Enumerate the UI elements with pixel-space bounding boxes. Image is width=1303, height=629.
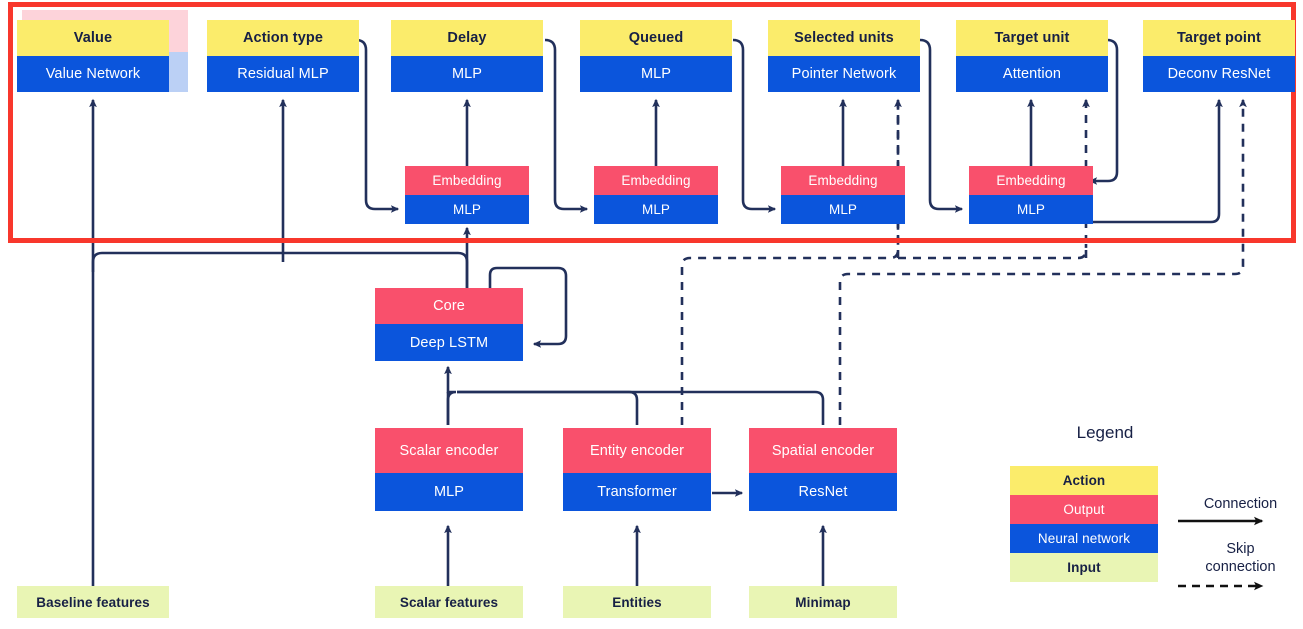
head-target-unit-action: Target unit xyxy=(956,20,1108,56)
head-action-type[interactable]: Action type Residual MLP xyxy=(207,20,359,92)
embedding-3-network: MLP xyxy=(781,195,905,224)
head-delay-network: MLP xyxy=(391,56,543,92)
input-minimap-label: Minimap xyxy=(749,586,897,618)
encoder-spatial[interactable]: Spatial encoder ResNet xyxy=(749,428,897,511)
encoder-scalar-output: Scalar encoder xyxy=(375,428,523,473)
head-selected-units-action: Selected units xyxy=(768,20,920,56)
input-baseline-features[interactable]: Baseline features xyxy=(17,586,169,618)
embedding-3-output: Embedding xyxy=(781,166,905,195)
legend-swatch-neural-network: Neural network xyxy=(1010,524,1158,553)
embedding-1-output: Embedding xyxy=(405,166,529,195)
legend-skip-label-line1: Skip xyxy=(1226,541,1255,557)
head-queued[interactable]: Queued MLP xyxy=(580,20,732,92)
legend-swatch-output: Output xyxy=(1010,495,1158,524)
legend-swatch-input: Input xyxy=(1010,553,1158,582)
head-selected-units[interactable]: Selected units Pointer Network xyxy=(768,20,920,92)
head-target-point-network: Deconv ResNet xyxy=(1143,56,1295,92)
encoder-scalar[interactable]: Scalar encoder MLP xyxy=(375,428,523,511)
embedding-block-1[interactable]: Embedding MLP xyxy=(405,166,529,224)
core-output-label: Core xyxy=(375,288,523,324)
head-target-unit[interactable]: Target unit Attention xyxy=(956,20,1108,92)
embedding-block-4[interactable]: Embedding MLP xyxy=(969,166,1093,224)
encoder-scalar-network: MLP xyxy=(375,473,523,511)
head-queued-network: MLP xyxy=(580,56,732,92)
encoder-spatial-network: ResNet xyxy=(749,473,897,511)
core-block[interactable]: Core Deep LSTM xyxy=(375,288,523,361)
encoder-entity[interactable]: Entity encoder Transformer xyxy=(563,428,711,511)
input-scalar-features-label: Scalar features xyxy=(375,586,523,618)
encoder-spatial-output: Spatial encoder xyxy=(749,428,897,473)
head-target-unit-network: Attention xyxy=(956,56,1108,92)
embedding-block-3[interactable]: Embedding MLP xyxy=(781,166,905,224)
head-target-point-action: Target point xyxy=(1143,20,1295,56)
head-action-type-network: Residual MLP xyxy=(207,56,359,92)
legend-swatch-stack: Action Output Neural network Input xyxy=(1010,466,1158,582)
head-selected-units-network: Pointer Network xyxy=(768,56,920,92)
encoder-entity-network: Transformer xyxy=(563,473,711,511)
input-scalar-features[interactable]: Scalar features xyxy=(375,586,523,618)
embedding-4-network: MLP xyxy=(969,195,1093,224)
embedding-4-output: Embedding xyxy=(969,166,1093,195)
head-delay[interactable]: Delay MLP xyxy=(391,20,543,92)
embedding-2-network: MLP xyxy=(594,195,718,224)
encoder-entity-output: Entity encoder xyxy=(563,428,711,473)
legend-swatch-action: Action xyxy=(1010,466,1158,495)
head-value-network: Value Network xyxy=(17,56,169,92)
legend-connection-label: Connection xyxy=(1203,496,1278,512)
core-network-label: Deep LSTM xyxy=(375,324,523,361)
head-target-point[interactable]: Target point Deconv ResNet xyxy=(1143,20,1295,92)
legend-title: Legend xyxy=(1076,423,1134,442)
embedding-block-2[interactable]: Embedding MLP xyxy=(594,166,718,224)
legend-arrows xyxy=(1178,516,1264,591)
head-value[interactable]: Value Value Network xyxy=(17,20,169,92)
head-queued-action: Queued xyxy=(580,20,732,56)
head-action-type-action: Action type xyxy=(207,20,359,56)
input-minimap[interactable]: Minimap xyxy=(749,586,897,618)
head-value-action: Value xyxy=(17,20,169,56)
input-entities-label: Entities xyxy=(563,586,711,618)
input-entities[interactable]: Entities xyxy=(563,586,711,618)
embedding-2-output: Embedding xyxy=(594,166,718,195)
legend-skip-label-line2: connection xyxy=(1205,559,1276,575)
head-delay-action: Delay xyxy=(391,20,543,56)
input-baseline-features-label: Baseline features xyxy=(17,586,169,618)
embedding-1-network: MLP xyxy=(405,195,529,224)
legend-skip-label: Skip connection xyxy=(1178,540,1303,576)
